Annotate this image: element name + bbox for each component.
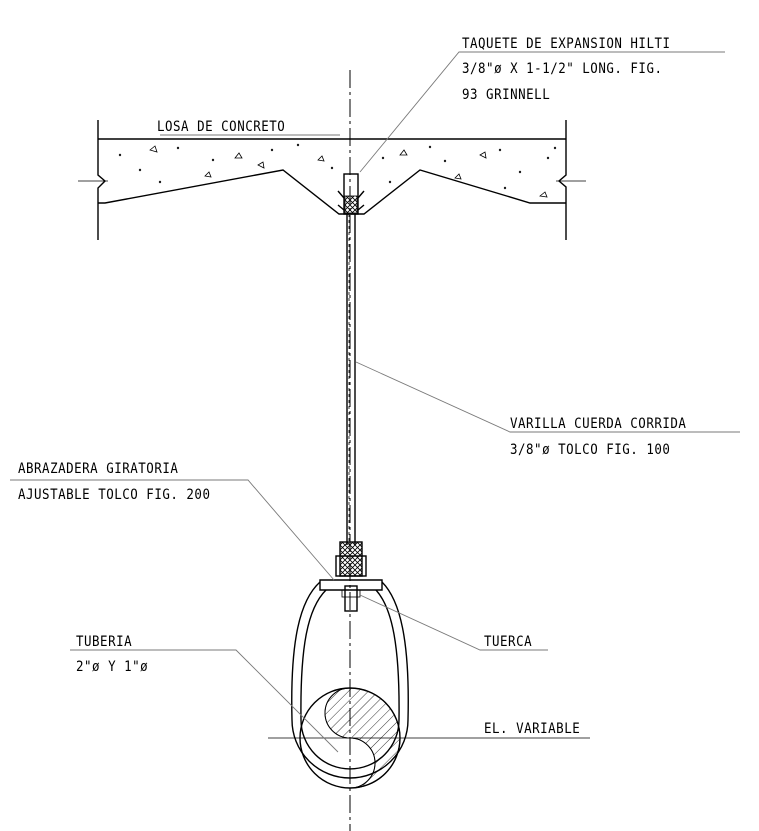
anchor-label-line2: 3/8"ø X 1-1/2" LONG. FIG. <box>462 60 662 77</box>
slab-label: LOSA DE CONCRETO <box>157 118 285 135</box>
pipe-label-line2: 2"ø Y 1"ø <box>76 658 148 675</box>
ring-hanger <box>291 579 409 779</box>
expansion-anchor <box>337 173 365 215</box>
anchor-label-line3: 93 GRINNELL <box>462 86 550 103</box>
clamp-label-line2: AJUSTABLE TOLCO FIG. 200 <box>18 486 210 503</box>
leader-lines <box>10 51 740 753</box>
rod-label-line2: 3/8"ø TOLCO FIG. 100 <box>510 441 670 458</box>
elevation-label: EL. VARIABLE <box>484 720 580 737</box>
anchor-label-line1: TAQUETE DE EXPANSION HILTI <box>462 35 671 52</box>
swivel-nut <box>335 541 367 612</box>
pipe-label-line1: TUBERIA <box>76 633 132 650</box>
nut-label: TUERCA <box>484 633 532 650</box>
clamp-label-line1: ABRAZADERA GIRATORIA <box>18 460 178 477</box>
rod-label-line1: VARILLA CUERDA CORRIDA <box>510 415 686 432</box>
threaded-rod <box>346 214 356 545</box>
concrete-slab <box>78 120 586 240</box>
